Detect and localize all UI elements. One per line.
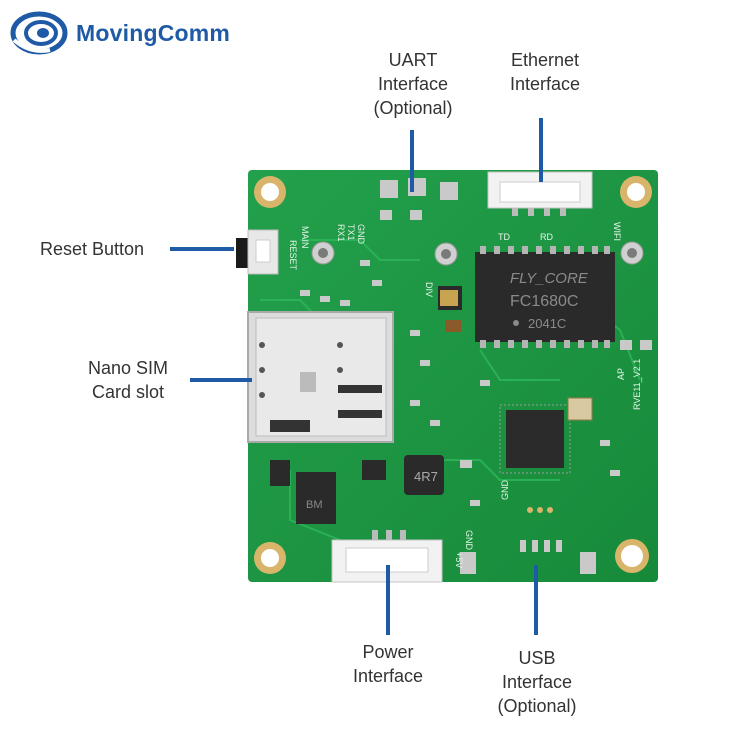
brand-name: MovingComm — [76, 19, 231, 46]
silk-rd: RD — [540, 232, 553, 242]
sim-leader-line — [190, 378, 252, 382]
silkscreen: RESET MAIN RX1 TX1 GND DIV WIFI RVE11_V2… — [288, 222, 642, 568]
uart-label: UART Interface (Optional) — [373, 50, 453, 118]
crystal — [567, 397, 593, 421]
uart-leader-line — [410, 130, 414, 192]
soc-chip — [499, 404, 571, 474]
silk-gnd-power: GND — [464, 530, 474, 551]
sim-label: Nano SIM Card slot — [87, 358, 169, 402]
silk-gnd-top: GND — [356, 224, 366, 245]
ethernet-label: Ethernet Interface — [509, 50, 581, 94]
chip-code-text: 2041C — [528, 316, 566, 331]
brand-logo: MovingComm — [10, 10, 230, 56]
silk-5v: +5V — [454, 552, 464, 568]
silk-main: MAIN — [300, 226, 310, 249]
reset-leader-line — [170, 247, 234, 251]
silk-reset: RESET — [288, 240, 298, 271]
silk-div: DIV — [424, 282, 434, 297]
usb-leader-line — [534, 565, 538, 635]
silk-tx1: TX1 — [346, 224, 356, 241]
silk-wifi: WIFI — [612, 222, 622, 241]
small-chip-label: BM — [306, 499, 323, 511]
brand-swirl-icon — [10, 11, 68, 55]
chip-brand-text: FLY_CORE — [510, 270, 589, 287]
ethernet-leader-line — [539, 118, 543, 182]
reset-button-component — [236, 229, 279, 275]
uart-pads — [380, 178, 458, 220]
silk-rx1: RX1 — [336, 224, 346, 242]
ethernet-connector — [487, 171, 593, 216]
antenna-connectors — [311, 241, 644, 266]
small-ics: BM — [270, 286, 462, 524]
inductor: 4R7 — [404, 455, 444, 495]
silk-gnd-usb: GND — [500, 480, 510, 501]
silk-td: TD — [498, 232, 510, 242]
power-leader-line — [386, 565, 390, 635]
inductor-label: 4R7 — [414, 469, 438, 484]
silk-version: RVE11_V2.1 — [632, 359, 642, 410]
usb-label: USB Interface (Optional) — [497, 648, 577, 716]
chip-model-text: FC1680C — [510, 293, 578, 310]
reset-label: Reset Button — [40, 239, 145, 259]
sim-card-slot — [247, 311, 394, 443]
ethernet-transformer-chip: FLY_CORE FC1680C 2041C — [475, 246, 615, 348]
usb-pads — [460, 507, 596, 574]
silk-ap: AP — [616, 368, 626, 380]
smd-passives — [300, 260, 652, 506]
power-label: Power Interface — [352, 642, 424, 686]
mounting-holes — [254, 176, 652, 574]
